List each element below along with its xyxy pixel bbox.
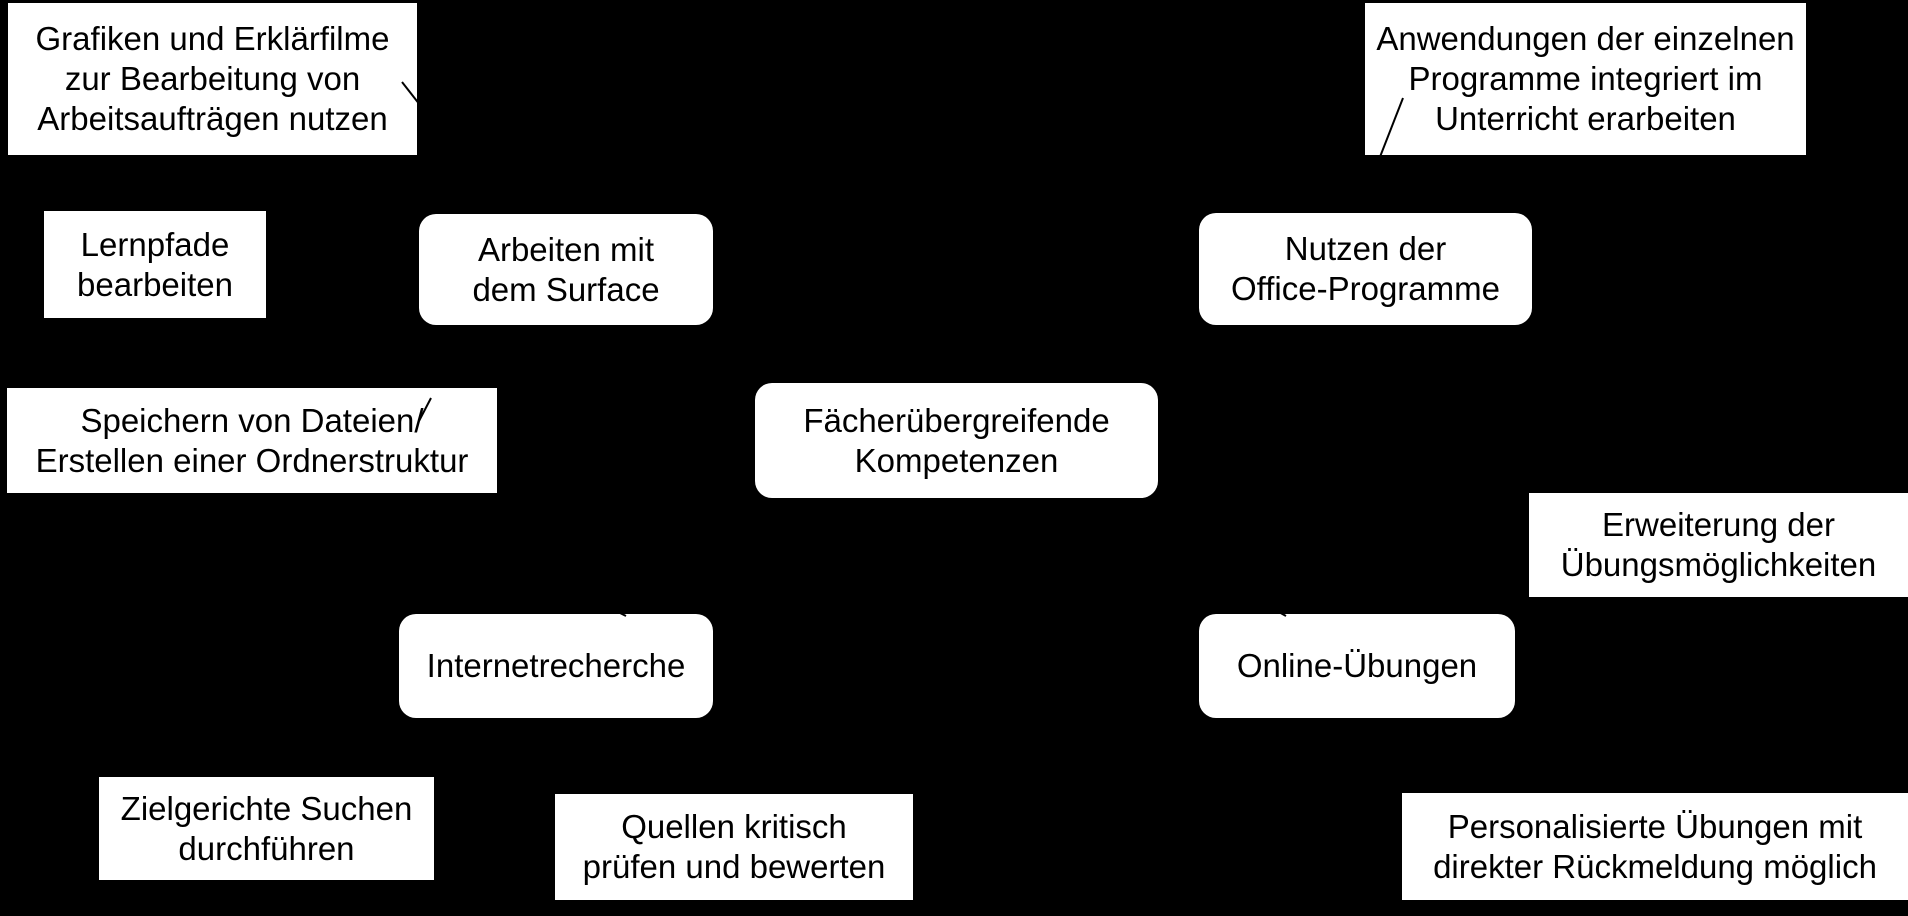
node-personalisierte-uebungen: Personalisierte Übungen mit direkter Rüc… xyxy=(1402,793,1908,900)
node-online-uebungen: Online-Übungen xyxy=(1199,614,1515,718)
node-faecheruebergreifende-kompetenzen: Fächerübergreifende Kompetenzen xyxy=(755,383,1158,498)
node-anwendungen-programme: Anwendungen der einzelnen Programme inte… xyxy=(1365,3,1806,155)
node-zielgerichte-suchen: Zielgerichte Suchen durchführen xyxy=(99,777,434,880)
node-erweiterung-uebungsmoeglichkeiten: Erweiterung der Übungsmöglichkeiten xyxy=(1529,493,1908,597)
node-grafiken-erklaerfilme: Grafiken und Erklärfilme zur Bearbeitung… xyxy=(8,3,417,155)
node-lernpfade-bearbeiten: Lernpfade bearbeiten xyxy=(44,211,266,318)
node-speichern-von-dateien: Speichern von Dateien/ Erstellen einer O… xyxy=(7,388,497,493)
node-internetrecherche: Internetrecherche xyxy=(399,614,713,718)
node-arbeiten-mit-dem-surface: Arbeiten mit dem Surface xyxy=(419,214,713,325)
node-quellen-kritisch-pruefen: Quellen kritisch prüfen und bewerten xyxy=(555,794,913,900)
node-nutzen-der-office-programme: Nutzen der Office-Programme xyxy=(1199,213,1532,325)
